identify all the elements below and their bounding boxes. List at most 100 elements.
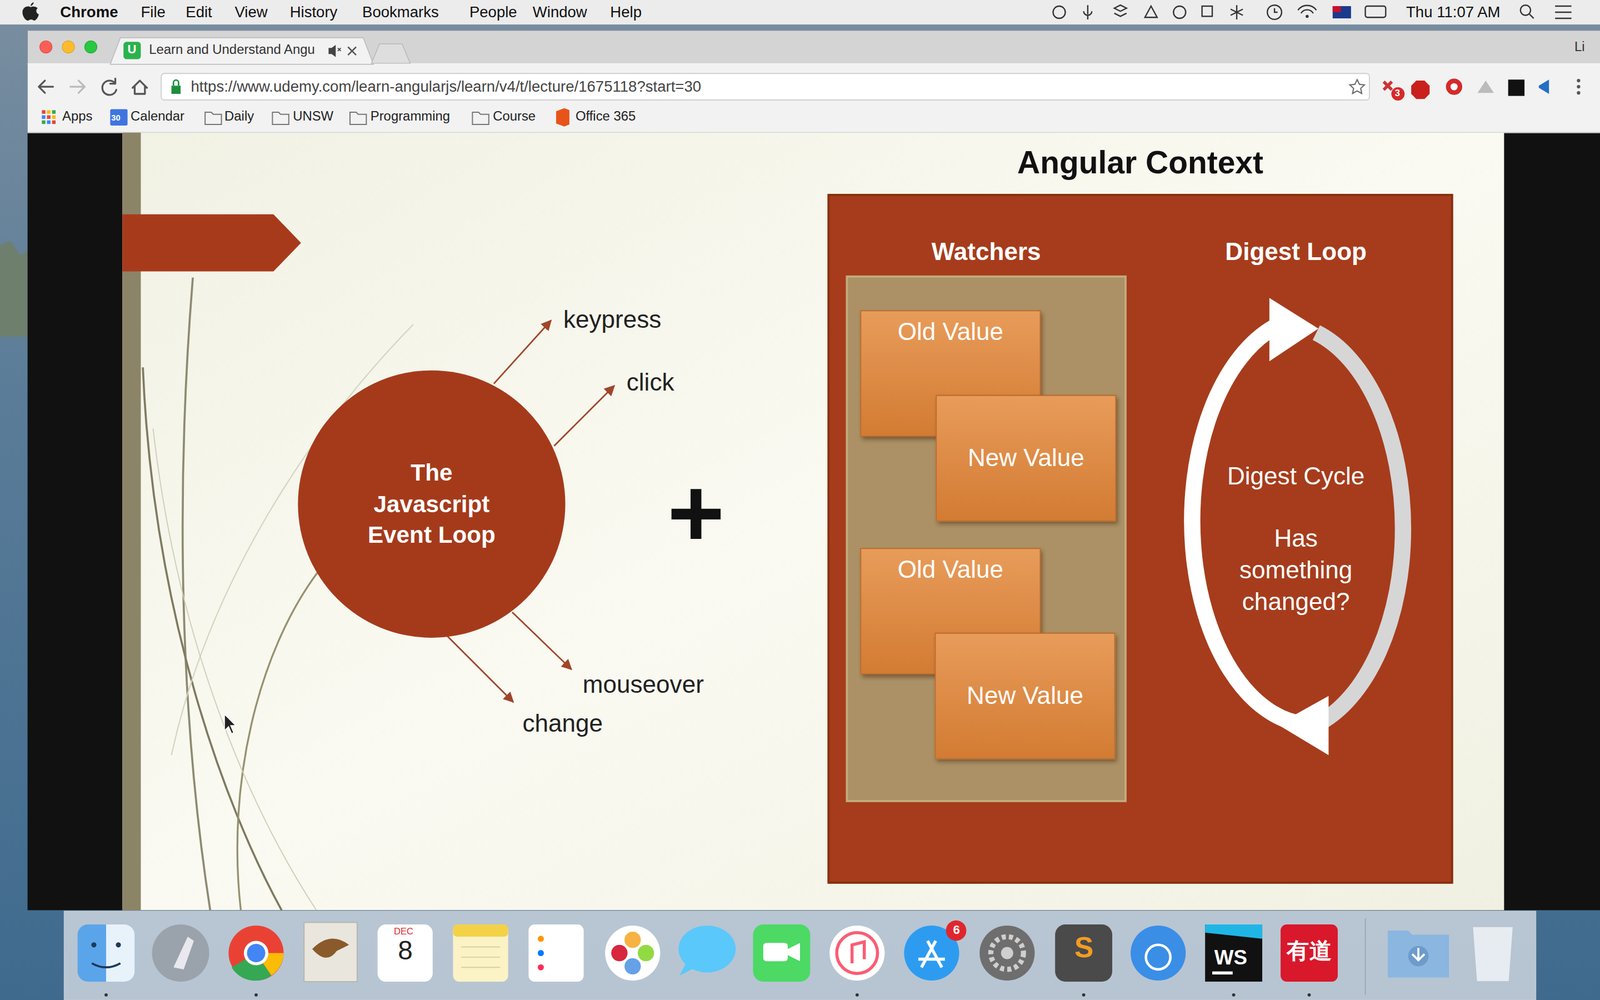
desktop-screenshot-part <box>1387 930 1449 978</box>
desktop-screenshot-part <box>624 958 641 975</box>
desktop-screenshot-part <box>990 936 1024 970</box>
desktop-screenshot-part <box>855 993 859 997</box>
desktop-screenshot-part <box>40 40 53 53</box>
circle-label: The Javascript Event Loop <box>350 457 514 551</box>
desktop-screenshot-part <box>161 73 1370 100</box>
desktop-screenshot-part <box>787 942 800 962</box>
desktop-screenshot-part <box>1576 91 1580 95</box>
desktop-screenshot-part <box>1350 79 1365 94</box>
angular-context-panel: Angular ContextWatchersOld ValueNew Valu… <box>827 142 1454 884</box>
desktop-screenshot-part <box>377 924 433 982</box>
desktop-screenshot-part <box>1212 971 1233 975</box>
menu-item: View <box>234 3 268 22</box>
desktop-screenshot-part <box>52 110 56 114</box>
desktop-screenshot-part <box>1408 946 1429 967</box>
desktop-screenshot-part <box>1520 5 1531 15</box>
desktop-screenshot-part <box>537 950 544 957</box>
desktop-screenshot-part <box>605 925 660 981</box>
menu-app-name: Chrome <box>60 3 118 22</box>
desktop-screenshot-part <box>553 385 614 446</box>
cycle-arrows-part <box>1316 332 1403 725</box>
menu-item: Window <box>532 3 588 22</box>
menu-item: History <box>290 3 338 22</box>
desktop-screenshot-part <box>1307 993 1312 997</box>
desktop-screenshot-part <box>27 63 1600 133</box>
desktop-screenshot-part <box>1146 945 1171 970</box>
desktop-screenshot-part <box>243 940 269 965</box>
desktop-screenshot-part <box>122 132 1504 911</box>
event-name: change <box>522 709 603 738</box>
desktop-screenshot-part <box>453 924 509 937</box>
desktop-screenshot-part <box>152 924 210 982</box>
desktop-screenshot-part <box>1383 81 1393 90</box>
menu-item: People <box>469 3 518 22</box>
plus-sign: + <box>667 457 725 570</box>
digest-loop: Digest LoopDigest CycleHas something cha… <box>1163 236 1429 755</box>
desktop-screenshot-part <box>350 112 367 125</box>
desktop-screenshot-part <box>979 925 1035 981</box>
desktop-screenshot-part <box>637 945 654 962</box>
event-name: click <box>626 368 675 397</box>
menu-clock: Thu 11:07 AM <box>1406 3 1500 22</box>
desktop-screenshot-part <box>46 120 50 124</box>
sublime-icon-letter: S <box>1074 931 1094 965</box>
desktop-screenshot-part <box>753 924 811 982</box>
desktop-screenshot-part <box>1538 79 1549 94</box>
desktop-screenshot-part <box>1297 5 1317 14</box>
desktop-screenshot-part <box>1332 6 1352 19</box>
desktop-screenshot-part <box>493 320 552 384</box>
desktop-screenshot-part <box>556 108 570 127</box>
value-label: New Value <box>966 680 1084 712</box>
desktop-screenshot-part <box>1412 947 1425 960</box>
desktop-screenshot-part <box>52 120 56 124</box>
desktop-screenshot-part <box>1576 78 1580 83</box>
desktop-screenshot-part <box>1267 5 1282 20</box>
desktop-screenshot-part <box>173 80 179 86</box>
desktop-screenshot-part <box>102 78 117 95</box>
desktop-screenshot-part <box>115 942 121 948</box>
desktop-screenshot-part <box>763 942 788 962</box>
bookmark-label: Course <box>492 109 536 125</box>
desktop-screenshot-part <box>0 0 1600 25</box>
desktop-screenshot-part <box>41 115 45 119</box>
desktop-screenshot-part <box>624 931 641 948</box>
desktop-screenshot-part <box>1230 5 1243 20</box>
desktop-screenshot-part <box>1232 993 1236 997</box>
desktop-screenshot-part <box>1114 5 1127 17</box>
desktop-screenshot-part <box>41 110 45 114</box>
panel-title: Angular Context <box>827 142 1454 184</box>
desktop-screenshot-part <box>27 30 1600 910</box>
desktop-screenshot-part <box>1472 926 1513 982</box>
event-loop-circle: The Javascript Event Loop <box>297 370 565 638</box>
desktop-screenshot-part <box>1365 918 1367 995</box>
desktop-screenshot-part <box>38 80 54 93</box>
desktop-screenshot-part <box>446 634 514 702</box>
desktop-screenshot-part <box>228 925 284 981</box>
desktop-screenshot-part <box>537 964 544 971</box>
desktop-screenshot-part <box>1529 14 1534 19</box>
cycle-question: Has something changed? <box>1224 522 1368 618</box>
bookmark-label: Programming <box>370 109 450 125</box>
desktop-screenshot-part <box>246 943 265 963</box>
desktop-screenshot-part <box>1173 6 1186 19</box>
desktop-screenshot-part <box>371 43 411 64</box>
desktop-screenshot-part <box>1391 87 1405 101</box>
value-label: Old Value <box>897 553 1004 585</box>
calendar-icon-day: 30 <box>111 113 120 123</box>
menu-item: Help <box>610 3 642 22</box>
desktop-screenshot-part <box>1411 80 1430 99</box>
event-name: keypress <box>563 305 662 334</box>
menu-item: Bookmarks <box>362 3 439 22</box>
cycle-label: Digest Cycle <box>1163 461 1429 492</box>
desktop-screenshot-part <box>1576 85 1580 89</box>
profile-name: Li <box>1574 40 1585 55</box>
desktop-screenshot-part <box>679 963 694 976</box>
event-name: mouseover <box>582 670 704 699</box>
bookmark-label: Daily <box>224 109 254 125</box>
webstorm-icon-letters: WS <box>1214 946 1248 970</box>
desktop-screenshot-part <box>254 993 258 997</box>
desktop-screenshot-part <box>1082 993 1086 997</box>
desktop-screenshot-part <box>537 935 544 942</box>
desktop-screenshot-part <box>1446 78 1463 95</box>
